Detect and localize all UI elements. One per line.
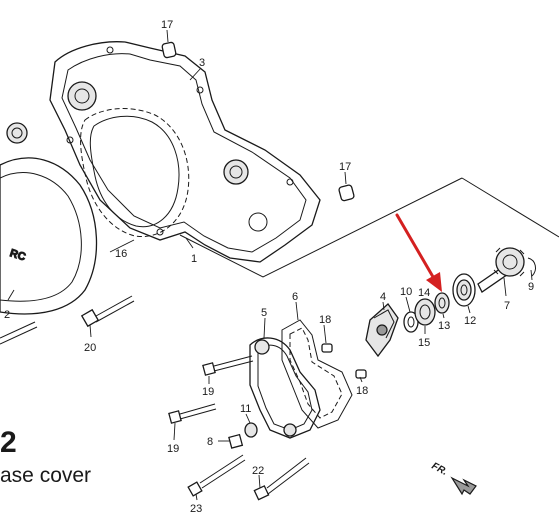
cover-logo: RC — [8, 247, 27, 263]
bolt-8 — [228, 433, 244, 449]
label-1: 1 — [191, 253, 197, 265]
label-11: 11 — [240, 403, 251, 415]
label-19-upper: 19 — [202, 386, 214, 398]
label-9: 9 — [528, 281, 534, 293]
label-7: 7 — [504, 300, 510, 312]
label-23: 23 — [190, 503, 202, 515]
label-19-lower: 19 — [167, 443, 179, 455]
label-22: 22 — [252, 465, 264, 477]
figure-number: 2 — [0, 426, 17, 459]
label-17-mid: 17 — [339, 161, 351, 173]
figure-caption: ase cover — [0, 464, 91, 487]
label-2: 2 — [4, 309, 10, 321]
label-16: 16 — [115, 248, 127, 260]
front-direction-marker: FR. — [430, 461, 477, 496]
circlip-9 — [527, 257, 536, 277]
highlight-arrow — [395, 213, 442, 292]
impeller — [365, 303, 399, 358]
front-marker-label: FR. — [430, 461, 449, 478]
front-arrow-icon — [450, 476, 477, 496]
dowel-pin-top — [161, 41, 177, 59]
seal-15 — [414, 298, 436, 326]
part-labels: 17 3 17 16 1 2 20 5 6 18 18 4 10 14 13 1… — [4, 19, 534, 515]
label-17-top: 17 — [161, 19, 173, 31]
label-4: 4 — [380, 291, 386, 303]
pump-gasket — [281, 319, 353, 429]
pump-housing — [249, 337, 321, 439]
label-5: 5 — [261, 307, 267, 319]
outer-cover: RC — [0, 157, 98, 315]
label-14: 14 — [418, 287, 430, 299]
bolt-22 — [253, 457, 310, 501]
dowel-18-upper — [321, 343, 333, 353]
label-3: 3 — [199, 57, 205, 69]
label-20: 20 — [84, 342, 96, 354]
bolt-19-lower — [168, 403, 217, 424]
bolt-20 — [80, 295, 135, 328]
dowel-pin-mid — [338, 184, 355, 202]
bolt-2 — [0, 321, 38, 345]
leader-lines — [7, 29, 533, 501]
label-18-upper: 18 — [319, 314, 331, 326]
label-15: 15 — [418, 337, 430, 349]
label-10: 10 — [400, 286, 412, 298]
bearing-12 — [452, 273, 476, 307]
assembly-boundary — [179, 177, 559, 278]
oil-seal — [6, 122, 28, 144]
label-8: 8 — [207, 436, 213, 448]
seal-14 — [434, 292, 450, 314]
bolt-23 — [187, 454, 246, 497]
label-12: 12 — [464, 315, 476, 327]
label-6: 6 — [292, 291, 298, 303]
cover-gasket — [80, 108, 190, 238]
label-18-lower: 18 — [356, 385, 368, 397]
dowel-18-lower — [355, 369, 367, 379]
bolt-19-upper — [202, 355, 254, 376]
pump-shaft-gear — [477, 247, 525, 293]
label-13: 13 — [438, 320, 450, 332]
washer-11 — [244, 422, 258, 438]
